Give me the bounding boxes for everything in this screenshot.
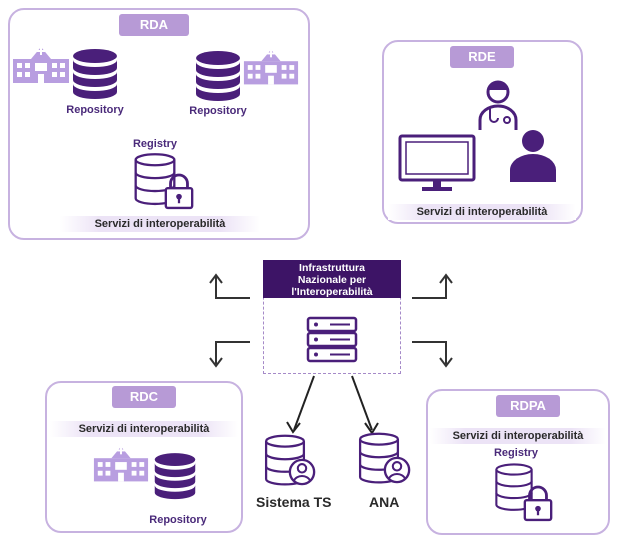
repository-label: Repository <box>66 104 124 116</box>
repository-label: Repository <box>189 105 247 117</box>
monitor-icon <box>398 134 476 191</box>
rda-panel <box>8 8 310 240</box>
repository-label: Repository <box>149 514 207 526</box>
infrastructure-title: Infrastruttura Nazionale per l'Interoper… <box>263 260 401 298</box>
sistema-ts-label: Sistema TS <box>256 494 332 510</box>
rdpa-tag: RDPA <box>496 395 560 417</box>
ana-label: ANA <box>369 494 400 510</box>
user-icon <box>383 456 411 484</box>
registry-label: Registry <box>493 447 539 459</box>
servizi-interoperabilita-label: Servizi di interoperabilità <box>430 428 606 444</box>
rdc-tag: RDC <box>112 386 176 408</box>
rde-tag: RDE <box>450 46 514 68</box>
patient-icon <box>510 130 556 182</box>
infrastructure-title-line1: Infrastruttura <box>299 262 365 274</box>
database-icon <box>152 452 198 504</box>
registry-label: Registry <box>132 138 178 150</box>
server-icon <box>306 316 358 363</box>
servizi-interoperabilita-label: Servizi di interoperabilità <box>388 204 576 220</box>
infrastructure-title-line2: Nazionale per <box>297 274 367 286</box>
lock-icon <box>522 484 554 522</box>
user-icon <box>288 458 316 486</box>
infrastructure-title-line3: l'Interoperabilità <box>291 286 373 298</box>
doctor-icon <box>478 80 518 130</box>
servizi-interoperabilita-label: Servizi di interoperabilità <box>50 421 238 437</box>
rde-panel <box>382 40 583 224</box>
rda-tag: RDA <box>119 14 189 36</box>
hospital-icon <box>92 444 150 484</box>
servizi-interoperabilita-label: Servizi di interoperabilità <box>60 216 260 232</box>
